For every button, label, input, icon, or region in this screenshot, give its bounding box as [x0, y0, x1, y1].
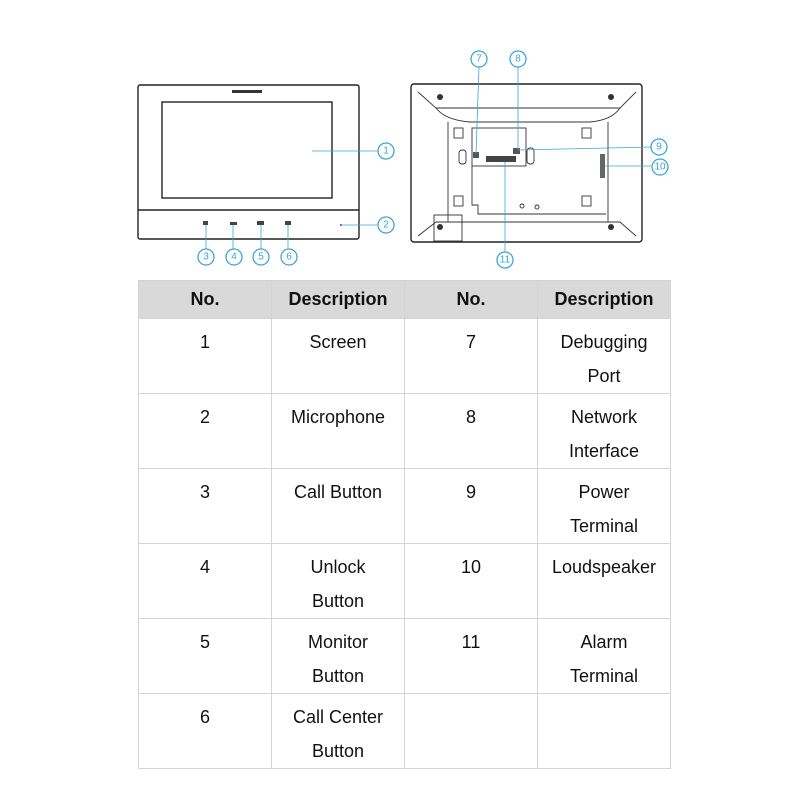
cell-description: Microphone [271, 393, 405, 469]
callout-7: 7 [470, 50, 488, 68]
cell-no: 11 [404, 618, 538, 694]
cell-no: 9 [404, 468, 538, 544]
cell-no: 10 [404, 543, 538, 619]
svg-text:8: 8 [515, 54, 521, 65]
callout-11: 11 [496, 251, 514, 269]
table-header-row: No. Description No. Description [138, 280, 671, 319]
svg-text:9: 9 [656, 142, 662, 153]
unlock-icon [230, 222, 237, 225]
front-view [137, 84, 360, 240]
callout-4: 4 [225, 248, 243, 266]
callout-2: 2 [377, 216, 395, 234]
callout-8: 8 [509, 50, 527, 68]
cell-no: 7 [404, 318, 538, 394]
cell-description: Network Interface [537, 393, 671, 469]
cell-description: Call Center Button [271, 693, 405, 769]
cell-no [404, 693, 538, 769]
cell-description: Loudspeaker [537, 543, 671, 619]
svg-text:3: 3 [203, 252, 209, 263]
cell-no: 2 [138, 393, 272, 469]
cell-description: Power Terminal [537, 468, 671, 544]
cell-no: 6 [138, 693, 272, 769]
callout-9: 9 [650, 138, 668, 156]
cell-description: Call Button [271, 468, 405, 544]
header-description: Description [271, 280, 405, 319]
callout-1: 1 [377, 142, 395, 160]
header-description: Description [537, 280, 671, 319]
network-interface [513, 148, 520, 154]
svg-text:1: 1 [383, 146, 389, 157]
cell-no: 1 [138, 318, 272, 394]
svg-text:2: 2 [383, 220, 389, 231]
debug-port [473, 152, 479, 158]
callout-5: 5 [252, 248, 270, 266]
back-view [410, 83, 643, 243]
speaker-grille [600, 154, 605, 178]
svg-text:6: 6 [286, 252, 292, 263]
svg-text:11: 11 [500, 255, 511, 266]
cell-description: Monitor Button [271, 618, 405, 694]
svg-text:7: 7 [476, 54, 482, 65]
alarm-terminal [486, 156, 516, 162]
callout-3: 3 [197, 248, 215, 266]
monitor-icon [257, 221, 264, 225]
svg-text:4: 4 [231, 252, 237, 263]
cell-no: 4 [138, 543, 272, 619]
cell-description [537, 693, 671, 769]
call-center-icon [285, 221, 291, 225]
header-no: No. [138, 280, 272, 319]
svg-text:5: 5 [258, 252, 264, 263]
callout-6: 6 [280, 248, 298, 266]
header-no: No. [404, 280, 538, 319]
cell-no: 3 [138, 468, 272, 544]
cell-no: 8 [404, 393, 538, 469]
device-diagram: 1 2 3 4 5 6 7 8 9 10 11 [137, 50, 669, 269]
cell-description: Debugging Port [537, 318, 671, 394]
logo [232, 90, 262, 93]
cell-no: 5 [138, 618, 272, 694]
cell-description: Unlock Button [271, 543, 405, 619]
call-icon [203, 221, 208, 225]
callout-10: 10 [651, 158, 669, 176]
svg-text:10: 10 [654, 162, 666, 173]
cell-description: Screen [271, 318, 405, 394]
cell-description: Alarm Terminal [537, 618, 671, 694]
